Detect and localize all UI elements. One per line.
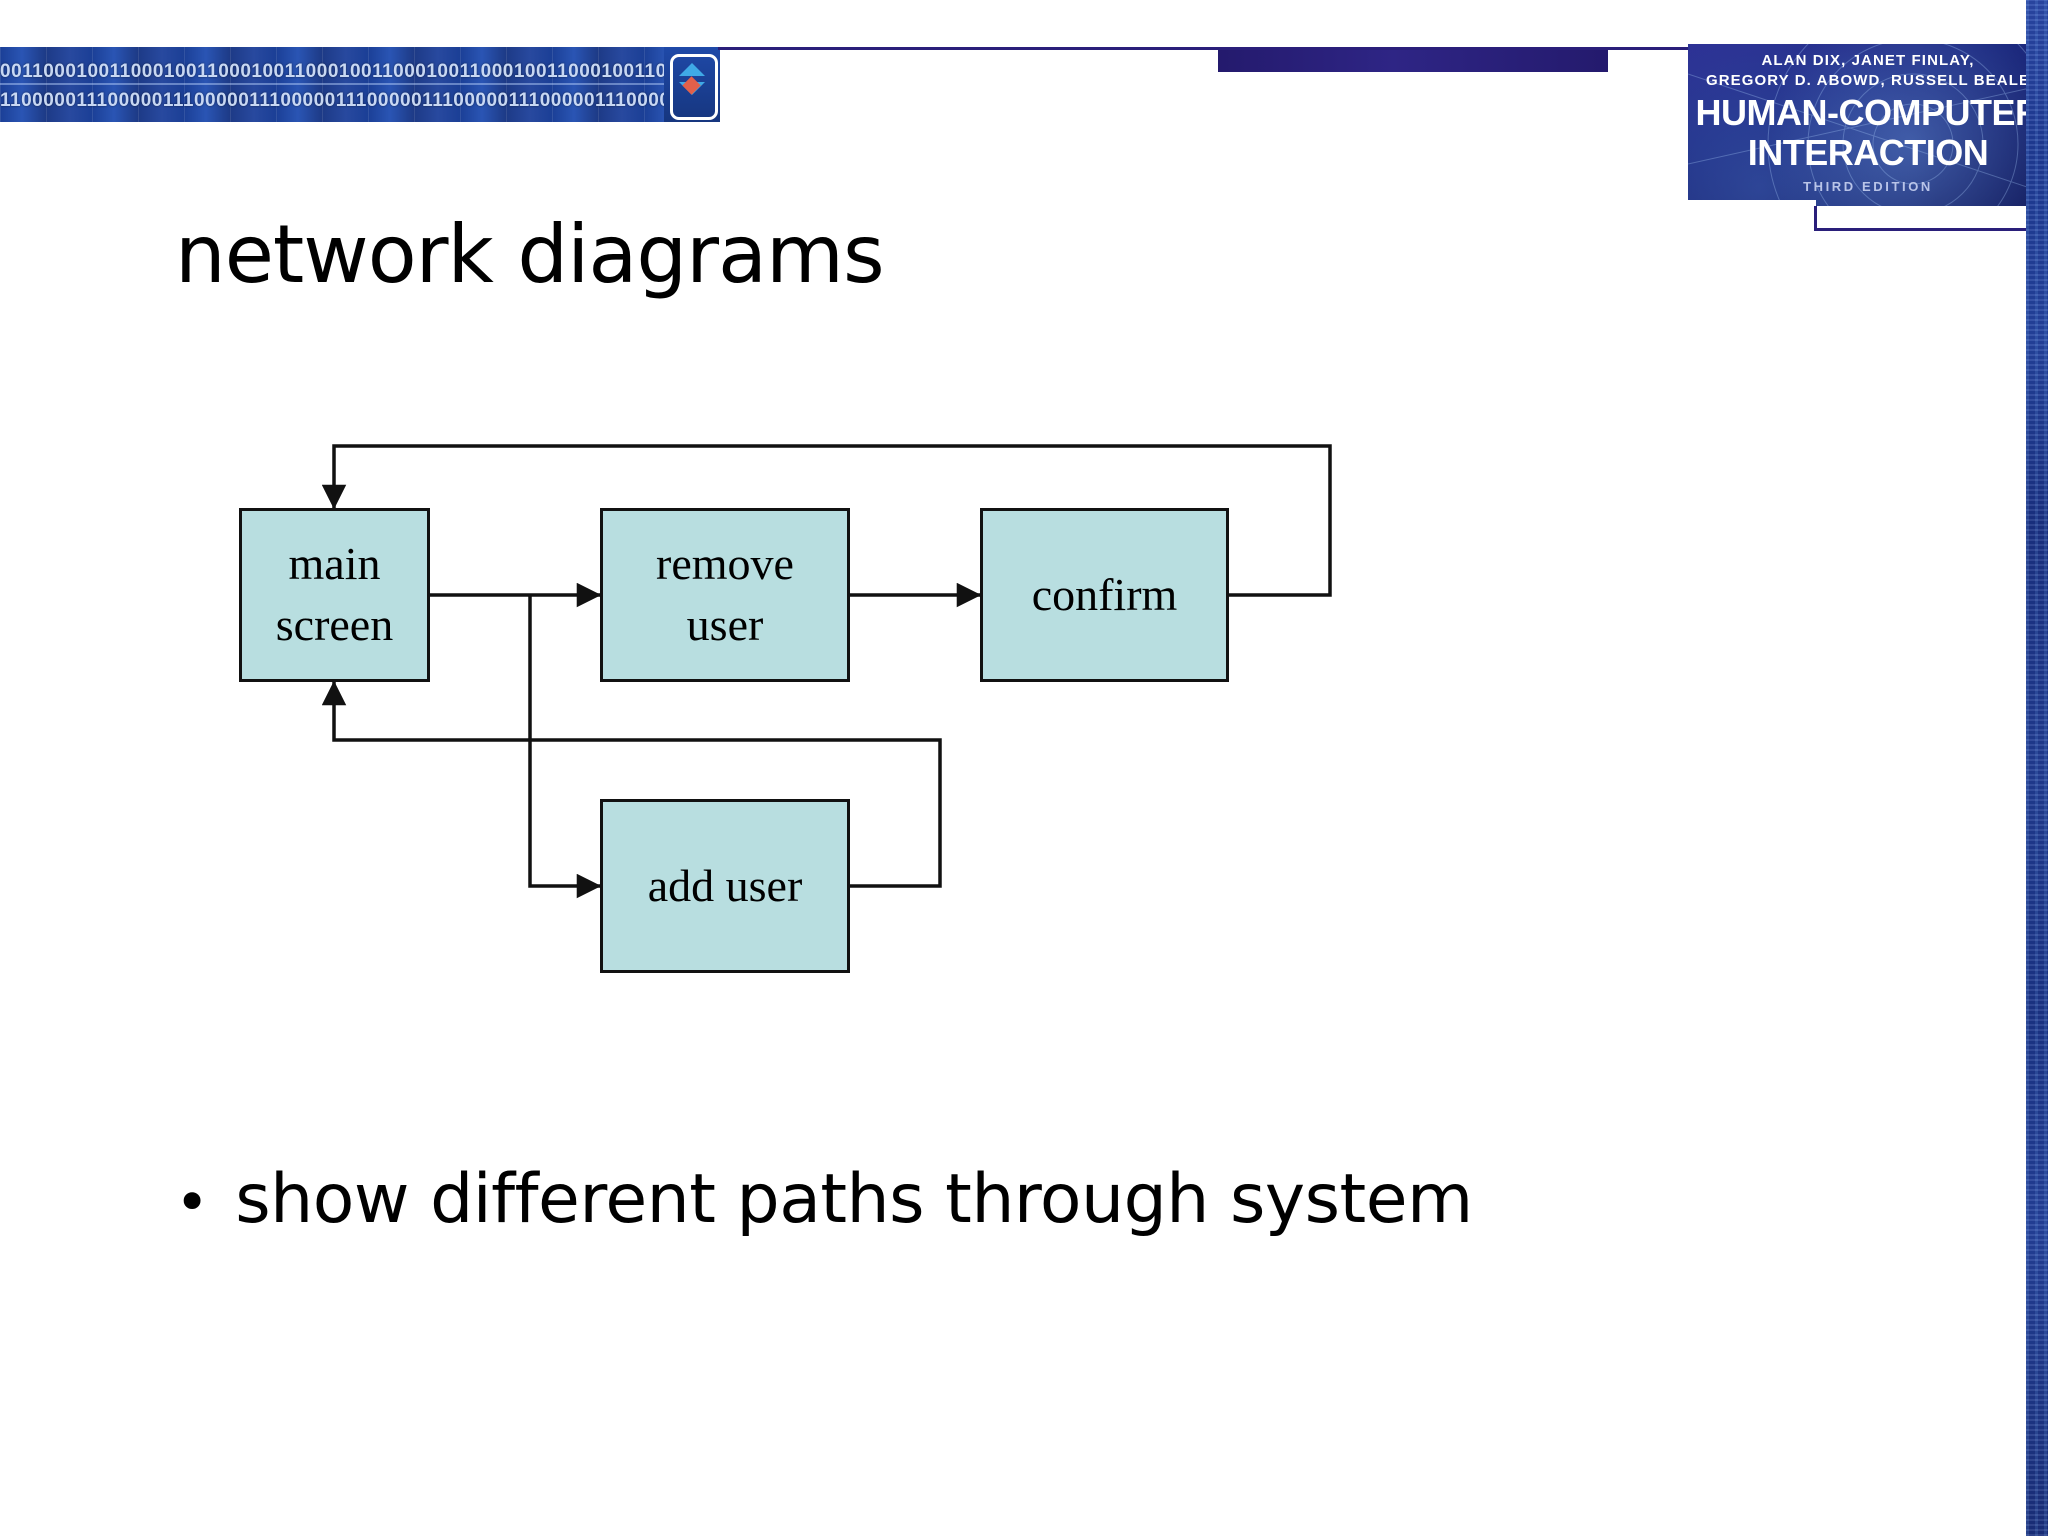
cover-notch-upper: [1688, 200, 1816, 224]
binary-row-2: 1100000111000001110000011100000111000001…: [0, 90, 720, 111]
book-authors-line-2: GREGORY D. ABOWD, RUSSELL BEALE: [1705, 72, 2031, 89]
diagram-connectors: [321, 444, 1332, 899]
right-edge-texture-strip: [2026, 0, 2048, 1536]
header-dark-bar: [1218, 50, 1608, 72]
node-confirm-label: confirm: [1031, 568, 1178, 620]
node-remove-user[interactable]: remove user: [600, 508, 850, 682]
node-main-screen[interactable]: main screen: [239, 508, 430, 682]
book-edition-label: THIRD EDITION: [1803, 179, 1933, 194]
page-title: network diagrams: [175, 208, 885, 301]
node-add-user-label: add user: [647, 859, 803, 911]
bullet-list-item: • show different paths through system: [175, 1160, 1473, 1239]
cover-underline-box: [1814, 206, 2032, 231]
book-cover-image: ALAN DIX, JANET FINLAY, GREGORY D. ABOWD…: [1688, 44, 2048, 224]
binary-row-1: 0011000100110001001100010011000100110001…: [0, 61, 720, 82]
logo-triangle-up: [679, 63, 705, 76]
banner-scanline: [0, 83, 720, 85]
edge-confirm-to-main: [321, 444, 1332, 597]
binary-pattern-banner: 0011000100110001001100010011000100110001…: [0, 47, 720, 122]
logo-frame: [670, 54, 718, 120]
node-confirm[interactable]: confirm: [980, 508, 1229, 682]
node-main-screen-label: main screen: [275, 538, 394, 650]
book-authors-line-1: ALAN DIX, JANET FINLAY,: [1761, 52, 1975, 69]
edge-add-to-main: [321, 680, 942, 888]
bullet-marker-icon: •: [175, 1168, 210, 1236]
slide-header: 0011000100110001001100010011000100110001…: [0, 0, 2048, 180]
header-rule-line: [718, 47, 1826, 50]
book-title-line-1: HUMAN-COMPUTER: [1695, 92, 2041, 133]
network-state-diagram: main screen remove user confirm add user: [0, 420, 1800, 1040]
bullet-text: show different paths through system: [235, 1160, 1473, 1239]
edge-main-to-add: [528, 595, 602, 899]
node-add-user[interactable]: add user: [600, 799, 850, 973]
diamond-network-icon: [664, 47, 720, 122]
node-remove-user-label: remove user: [656, 538, 794, 650]
book-cover-arcs: [1688, 44, 2048, 224]
book-title-line-2: INTERACTION: [1747, 132, 1989, 173]
